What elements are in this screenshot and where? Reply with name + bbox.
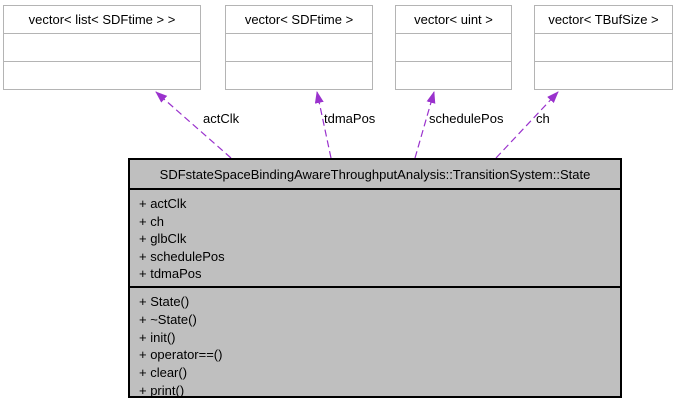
method-row: + operator==() <box>139 347 223 363</box>
empty-compartment <box>226 62 372 89</box>
class-node-title: vector< TBufSize > <box>535 6 672 34</box>
method-row: + ~State() <box>139 311 197 327</box>
class-node-title: vector< list< SDFtime > > <box>4 6 200 34</box>
edge-label-ch: ch <box>536 111 550 126</box>
empty-compartment <box>4 62 200 89</box>
class-node-vector-list-sdftime: vector< list< SDFtime > > <box>3 5 201 90</box>
method-row: + print() <box>139 382 185 398</box>
empty-compartment <box>535 34 672 62</box>
class-node-vector-sdftime: vector< SDFtime > <box>225 5 373 90</box>
class-node-state: SDFstateSpaceBindingAwareThroughputAnaly… <box>128 158 622 398</box>
empty-compartment <box>4 34 200 62</box>
edge-label-tdmapos: tdmaPos <box>324 111 376 126</box>
attribute-row: + actClk <box>139 196 187 211</box>
class-node-vector-uint: vector< uint > <box>395 5 512 90</box>
empty-compartment <box>396 62 511 89</box>
attributes-compartment: + actClk + ch + glbClk + schedulePos + t… <box>130 190 620 288</box>
method-row: + State() <box>139 294 190 309</box>
empty-compartment <box>226 34 372 62</box>
class-node-title: vector< SDFtime > <box>226 6 372 34</box>
attribute-row: + glbClk <box>139 231 187 246</box>
class-node-title: vector< uint > <box>396 6 511 34</box>
class-node-vector-tbufsize: vector< TBufSize > <box>534 5 673 90</box>
methods-compartment: + State() + ~State() + init() + operator… <box>130 288 620 398</box>
method-row: + clear() <box>139 365 188 381</box>
empty-compartment <box>396 34 511 62</box>
attribute-row: + tdmaPos <box>139 266 202 281</box>
empty-compartment <box>535 62 672 89</box>
attribute-row: + schedulePos <box>139 248 225 264</box>
method-row: + init() <box>139 329 176 345</box>
class-node-title: SDFstateSpaceBindingAwareThroughputAnaly… <box>130 160 620 190</box>
edge-label-actclk: actClk <box>203 111 240 126</box>
attribute-row: + ch <box>139 213 164 229</box>
edge-label-schedulepos: schedulePos <box>429 111 504 126</box>
